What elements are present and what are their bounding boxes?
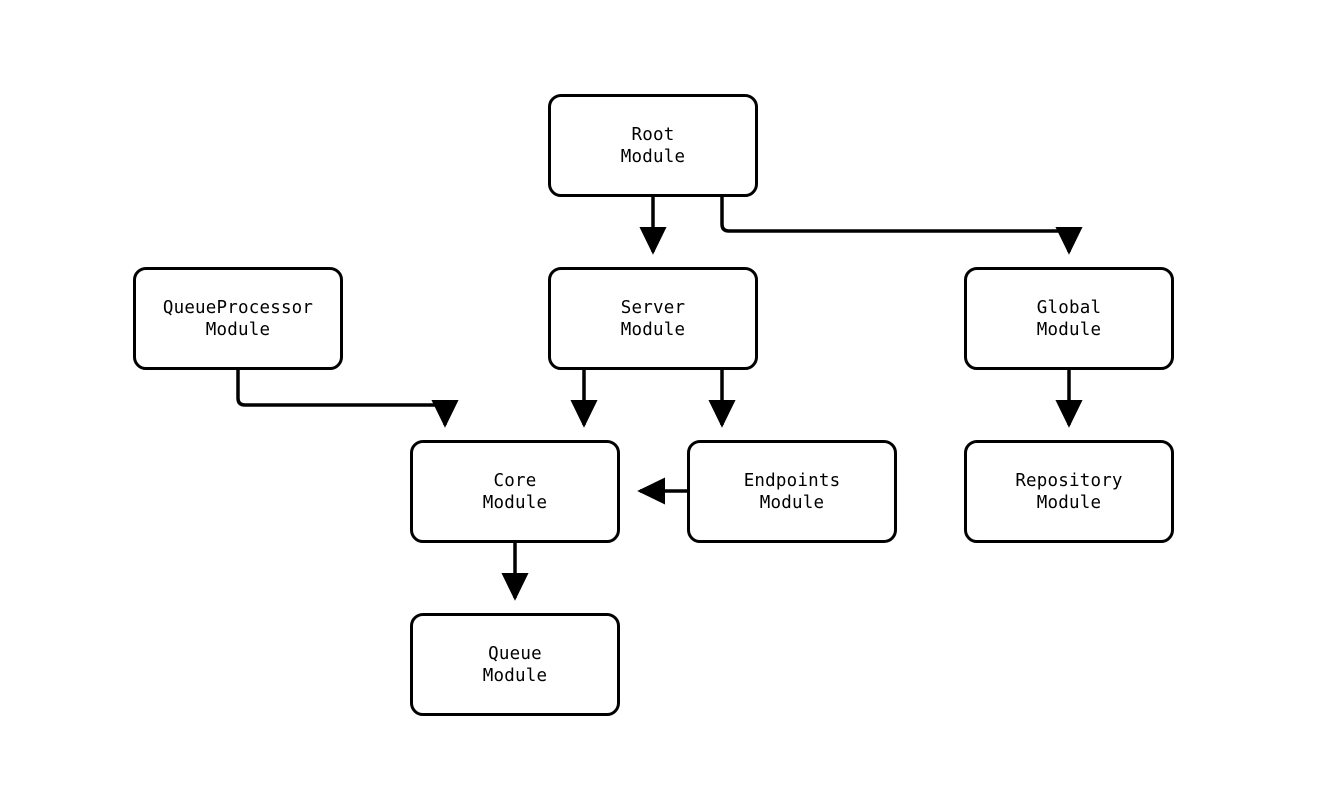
node-endpoints-module-subtitle: Module bbox=[759, 492, 825, 513]
node-core-module-title: Core bbox=[493, 470, 537, 491]
node-queueprocessor-module[interactable]: QueueProcessor Module bbox=[133, 267, 343, 370]
node-queueprocessor-module-title: QueueProcessor bbox=[162, 297, 314, 318]
node-root-module-title: Root bbox=[631, 124, 675, 145]
node-server-module-subtitle: Module bbox=[620, 319, 686, 340]
node-repository-module[interactable]: Repository Module bbox=[964, 440, 1174, 543]
node-server-module-title: Server bbox=[620, 297, 686, 318]
node-endpoints-module-title: Endpoints bbox=[743, 470, 841, 491]
node-server-module[interactable]: Server Module bbox=[548, 267, 758, 370]
node-repository-module-title: Repository bbox=[1015, 470, 1123, 491]
node-root-module-subtitle: Module bbox=[620, 146, 686, 167]
node-endpoints-module[interactable]: Endpoints Module bbox=[687, 440, 897, 543]
node-core-module-subtitle: Module bbox=[482, 492, 548, 513]
node-queue-module-title: Queue bbox=[488, 643, 542, 664]
node-global-module-title: Global bbox=[1036, 297, 1102, 318]
node-root-module[interactable]: Root Module bbox=[548, 94, 758, 197]
node-core-module[interactable]: Core Module bbox=[410, 440, 620, 543]
node-queue-module[interactable]: Queue Module bbox=[410, 613, 620, 716]
node-global-module[interactable]: Global Module bbox=[964, 267, 1174, 370]
node-queueprocessor-module-subtitle: Module bbox=[205, 319, 271, 340]
node-global-module-subtitle: Module bbox=[1036, 319, 1102, 340]
node-repository-module-subtitle: Module bbox=[1036, 492, 1102, 513]
node-queue-module-subtitle: Module bbox=[482, 665, 548, 686]
